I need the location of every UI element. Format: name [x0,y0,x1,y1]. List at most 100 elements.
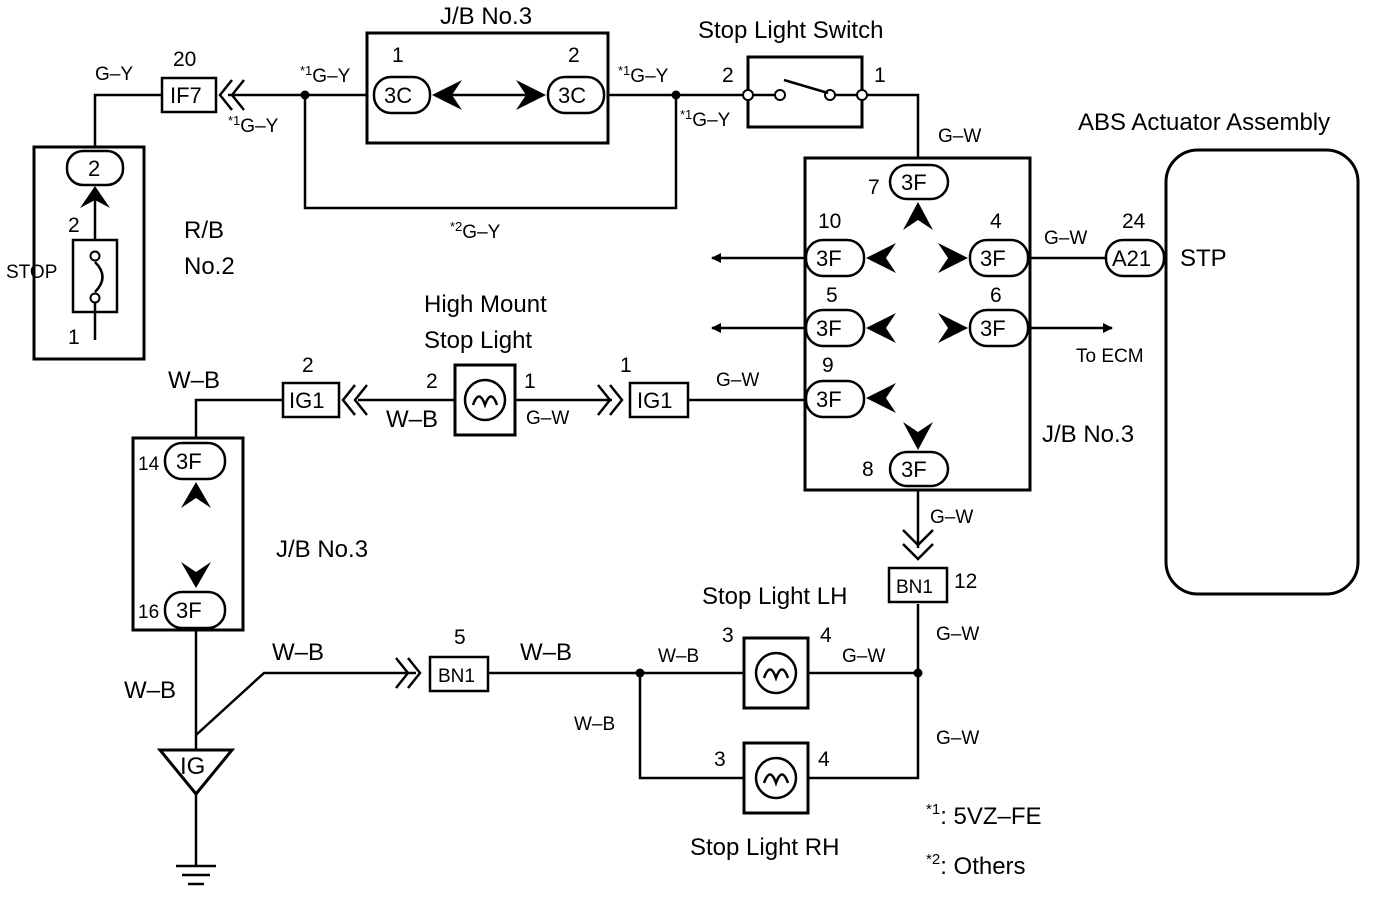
connector-3c-left [372,75,432,115]
wire-wb-label-rh: W–B [574,714,615,735]
connector-ig1-left: IG1 2 [281,354,368,419]
pin-if7: 20 [173,48,196,71]
svg-text:3F: 3F [176,449,202,474]
pin-3f-4: 4 [990,210,1002,233]
wire-gw-label-ig1: G–W [716,370,759,391]
wire-gw-label-8: G–W [930,507,973,528]
svg-text:IG1: IG1 [289,388,324,413]
connector-bn1-right: BN1 12 [887,529,977,604]
pin-rh-4: 4 [818,748,830,771]
pin-fuse-1: 1 [68,326,80,349]
svg-text:Stop Light: Stop Light [424,327,532,354]
wire-gy1-label-c: *1G–Y [618,63,669,87]
pin-3f-6: 6 [990,284,1002,307]
pin-3f-16: 16 [138,602,159,623]
wire-gy1-label-b: *1G–Y [228,113,279,137]
wire-gw-label-rh: G–W [936,728,979,749]
svg-text:3F: 3F [816,316,842,341]
pin-3f-9: 9 [822,354,834,377]
svg-text:High Mount: High Mount [424,291,547,318]
pin-3f-10: 10 [818,210,841,233]
wire-wb-label-ig: W–B [124,677,176,704]
svg-text:Stop Light Switch: Stop Light Switch [698,17,883,44]
wire-gw-label-hm: G–W [526,408,569,429]
connector-3c-right-label: 3C [558,83,586,108]
rb-no2-block: 2 2 1 STOP R/B No.2 [6,145,235,361]
jb3-left-label: J/B No.3 [276,536,368,563]
svg-text:3F: 3F [980,246,1006,271]
wire-wb-label-bn1: W–B [520,639,572,666]
wire-wb-label-left: W–B [168,367,220,394]
arrow-3c-right [516,80,546,110]
svg-text:ABS Actuator Assembly: ABS Actuator Assembly [1078,109,1330,136]
pin-3f-8: 8 [862,458,874,481]
wire-wb-label-lh: W–B [658,646,699,667]
svg-text:1: 1 [620,354,632,377]
wire-wb-label-hm: W–B [386,406,438,433]
wire-gy2-label: *2G–Y [450,219,501,243]
pin-switch-1: 1 [874,64,886,87]
pin-a21: 24 [1122,210,1146,233]
abs-actuator-assembly: ABS Actuator Assembly STP A21 24 [1078,109,1360,596]
connector-3c-right [546,75,606,115]
pin-hm-1: 1 [524,370,536,393]
stop-light-switch: Stop Light Switch 2 1 [698,17,886,129]
high-mount-stop-light: High Mount Stop Light 2 1 [424,291,547,437]
svg-text:IG: IG [180,753,205,780]
svg-text:Stop Light LH: Stop Light LH [702,583,847,610]
jb3-left-block: 3F 14 3F 16 J/B No.3 [131,436,368,632]
notes: *1: 5VZ–FE *2: Others [926,801,1042,880]
connector-a21 [1104,238,1166,278]
svg-text:BN1: BN1 [438,666,475,687]
stop-light-rh: 3 4 Stop Light RH [690,741,839,861]
svg-text:12: 12 [954,570,977,593]
connector-bn1-left: BN1 5 [395,626,490,693]
wire-gw-label-lh: G–W [842,646,885,667]
pin-3c-1: 1 [392,44,404,67]
rb-label-line1: R/B [184,217,224,244]
jb3-right-label: J/B No.3 [1042,421,1134,448]
wire-wb-label-branch: W–B [272,639,324,666]
svg-text:3F: 3F [816,387,842,412]
svg-text:3F: 3F [816,246,842,271]
svg-text:Stop Light RH: Stop Light RH [690,834,839,861]
svg-text:2: 2 [88,156,100,181]
pin-3f-7: 7 [868,176,880,199]
pin-lh-3: 3 [722,624,734,647]
pin-3f-5: 5 [826,284,838,307]
abs-stp-label: STP [1180,245,1227,272]
svg-text:IF7: IF7 [170,83,202,108]
to-ecm-label: To ECM [1076,346,1144,367]
stop-fuse-label: STOP [6,262,57,283]
svg-text:5: 5 [454,626,466,649]
connector-ig1-right: IG1 1 [597,354,690,419]
wire-gy1-label-d: *1G–Y [680,107,731,131]
svg-text:2: 2 [302,354,314,377]
wire-gw-label-a21: G–W [1044,228,1087,249]
pin-3f-14: 14 [138,454,160,475]
jb3-right-block: 3F 7 3F 10 3F 4 3F 5 3F 6 3F 9 3F 8 J/B … [803,156,1134,492]
wire-gy-label: G–Y [95,64,133,85]
connector-rb2 [65,149,125,187]
svg-text:3F: 3F [901,170,927,195]
jb3-top-block: J/B No.3 1 2 3C 3C [365,3,610,145]
wire-gy1-label-a: *1G–Y [300,63,351,87]
pin-rh-3: 3 [714,748,726,771]
svg-text:BN1: BN1 [896,577,933,598]
stop-light-lh: Stop Light LH 3 4 [702,583,847,710]
pin-lh-4: 4 [820,624,832,647]
wire-gw-label-bn1: G–W [936,624,979,645]
svg-text:3F: 3F [176,598,202,623]
svg-text:A21: A21 [1112,246,1151,271]
pin-fuse-2: 2 [68,214,80,237]
note-2: *2: Others [926,851,1026,880]
svg-text:3F: 3F [901,457,927,482]
pin-3c-2: 2 [568,44,580,67]
jb3-top-label: J/B No.3 [440,3,532,30]
svg-text:3F: 3F [980,316,1006,341]
note-1: *1: 5VZ–FE [926,801,1042,830]
rb-label-line2: No.2 [184,253,235,280]
connector-3c-left-label: 3C [384,83,412,108]
pin-switch-2: 2 [722,64,734,87]
